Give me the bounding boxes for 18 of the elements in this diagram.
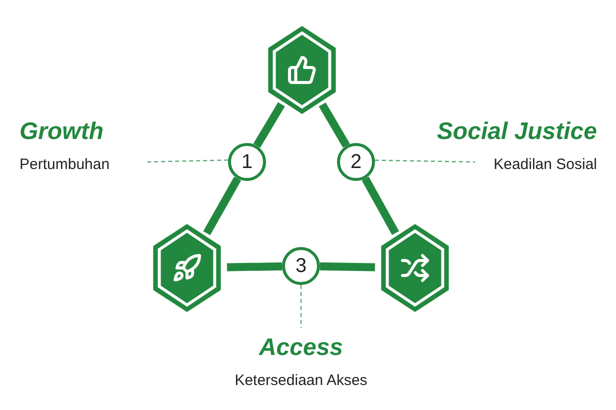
connector-line bbox=[226, 262, 282, 272]
connector-line bbox=[362, 176, 400, 235]
subtitle: Ketersediaan Akses bbox=[234, 372, 368, 388]
number-circle: 1 bbox=[228, 143, 266, 181]
heading: Access bbox=[258, 334, 344, 362]
number-circle: 3 bbox=[282, 247, 320, 285]
number-circle: 2 bbox=[337, 143, 375, 181]
heading: Social Justice bbox=[436, 118, 597, 146]
connector-line bbox=[318, 102, 350, 148]
subtitle: Pertumbuhan bbox=[20, 156, 110, 172]
leader-line bbox=[144, 159, 228, 163]
subtitle: Keadilan Sosial bbox=[494, 156, 597, 172]
connector-line bbox=[253, 102, 285, 148]
heading: Growth bbox=[20, 118, 104, 146]
connector-line bbox=[320, 262, 376, 272]
leader-line bbox=[374, 160, 476, 163]
leader-line bbox=[300, 285, 302, 328]
connector-line bbox=[203, 176, 242, 236]
